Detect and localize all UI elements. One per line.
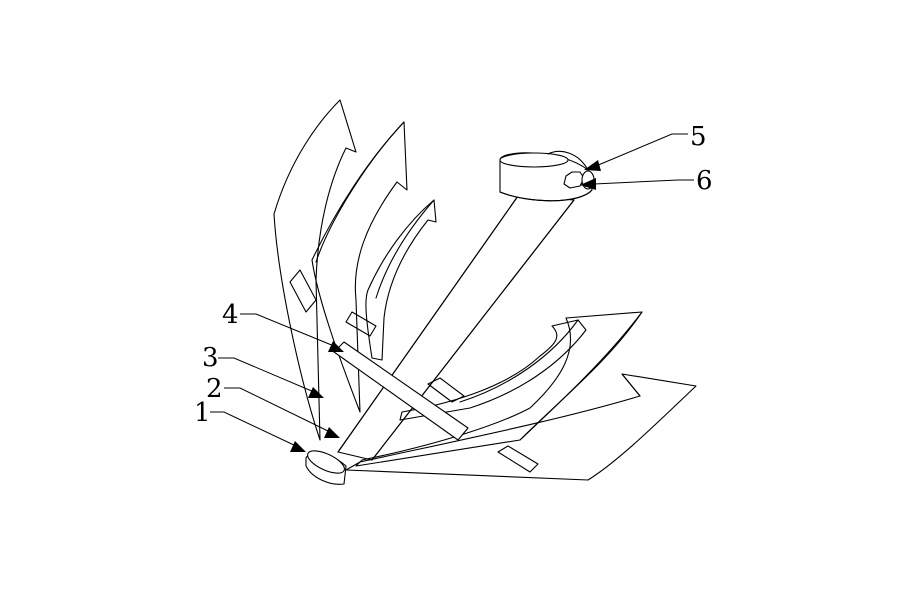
leader-1 xyxy=(210,411,306,452)
left-fin-upper xyxy=(289,269,317,313)
label-part-1: 1 xyxy=(194,398,211,428)
leader-5 xyxy=(584,133,688,171)
leader-6 xyxy=(580,178,694,190)
shaft-sleeve xyxy=(499,150,593,202)
left-fin-lower xyxy=(345,311,377,337)
hub-cap xyxy=(305,450,347,485)
leader-2 xyxy=(224,387,340,438)
right-blade-middle xyxy=(355,311,643,467)
label-part-2: 2 xyxy=(206,374,223,404)
label-part-4: 4 xyxy=(222,300,239,330)
label-part-5: 5 xyxy=(690,122,707,152)
left-blade-outer xyxy=(273,99,357,441)
right-fin-lower xyxy=(497,445,539,473)
right-blade-outer xyxy=(345,373,697,481)
leader-3 xyxy=(218,357,324,398)
right-fin-upper xyxy=(427,377,465,403)
leader-4 xyxy=(240,313,344,352)
label-part-3: 3 xyxy=(202,343,219,373)
cross-bar xyxy=(333,341,469,441)
left-blade-inner xyxy=(365,199,437,361)
label-part-6: 6 xyxy=(696,166,713,196)
